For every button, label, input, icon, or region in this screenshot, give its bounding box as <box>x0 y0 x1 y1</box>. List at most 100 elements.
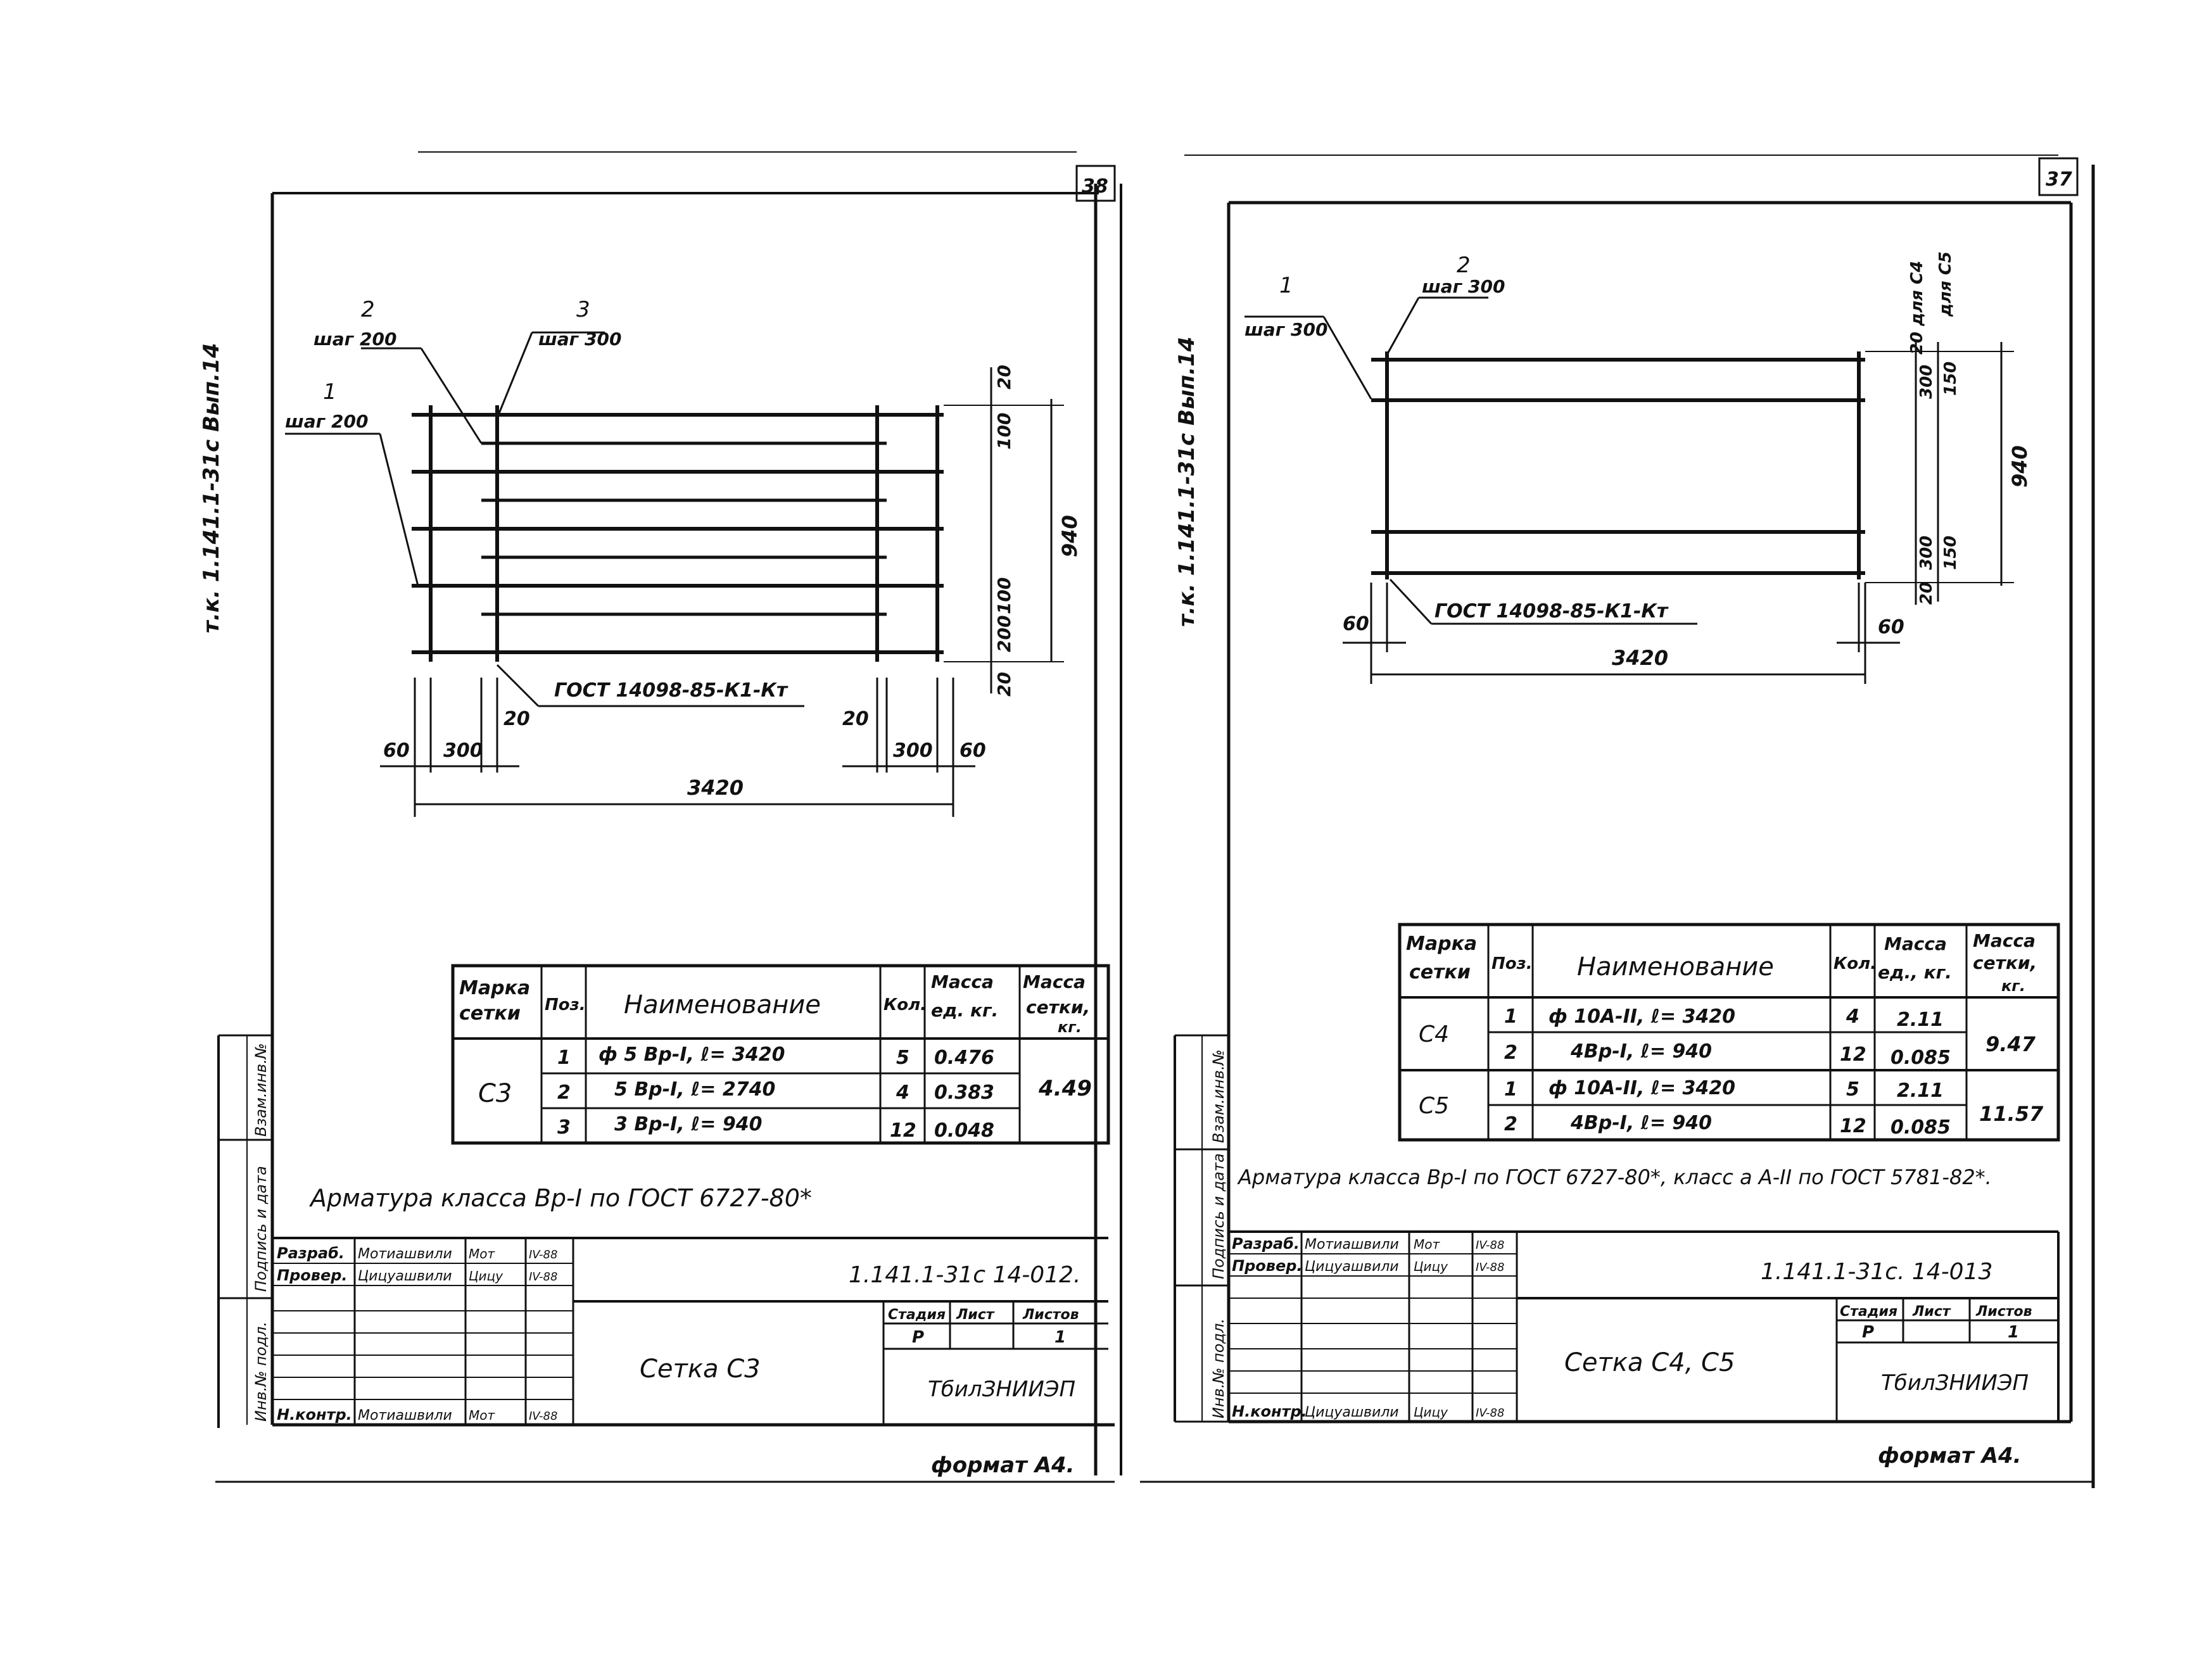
stamp-row-3-sign: Мот <box>469 1408 495 1423</box>
spec-header-mark-2: сетки <box>1409 961 1471 983</box>
stamp-row-3-role: Н.контр. <box>1232 1403 1307 1420</box>
spec-c5-row-2-name: 4Вр-I, ℓ= 940 <box>1570 1112 1712 1134</box>
spec-header-name: Наименование <box>1577 952 1774 982</box>
stage-label: Стадия <box>888 1307 946 1323</box>
stage-value: Р <box>912 1328 924 1347</box>
stamp-row-1-role: Разраб. <box>277 1244 345 1262</box>
dim-right-20-bottom: 20 <box>994 672 1015 697</box>
spec-c5-row-1-name: ф 10А-II, ℓ= 3420 <box>1548 1077 1735 1099</box>
spec-c4-row-1-qty: 4 <box>1846 1006 1859 1028</box>
dim-bottom-300-right: 300 <box>893 740 933 762</box>
spec-total: 4.49 <box>1038 1076 1092 1101</box>
spec-row-3-pos: 3 <box>557 1116 571 1139</box>
drawing-title: Сетка С4, С5 <box>1564 1348 1735 1377</box>
margin-code: т.к. 1.141.1-31с Вып.14 <box>199 343 224 633</box>
spec-row-1-name: ф 5 Вр-I, ℓ= 3420 <box>598 1044 785 1066</box>
title-block: Разраб. Мотиашвили Мот IV-88 Провер. Циц… <box>272 1237 1108 1425</box>
document-code: 1.141.1-31с 14-012. <box>849 1262 1080 1288</box>
mesh-c3-drawing: 2 шаг 200 3 шаг 300 1 шаг 200 20 100 940… <box>285 297 1082 817</box>
side-label-sign: Подпись и дата <box>1210 1153 1227 1279</box>
sheet-label: Лист <box>956 1307 995 1323</box>
dim-right-20: 20 <box>1917 582 1936 605</box>
right-sheet: 37 т.к. 1.141.1-31с Вып.14 Инв.№ подл. П… <box>1140 155 2095 1488</box>
spec-mark: С3 <box>478 1079 512 1108</box>
spec-c5-row-1-qty: 5 <box>1846 1078 1859 1101</box>
reinforcement-note: Арматура класса Вр-I по ГОСТ 6727-80* <box>308 1184 812 1212</box>
spec-c4-row-2-name: 4Вр-I, ℓ= 940 <box>1570 1040 1712 1063</box>
spec-c4-row-2-mass: 0.085 <box>1890 1047 1951 1069</box>
stamp-row-2-role: Провер. <box>1232 1257 1303 1275</box>
organization: ТбилЗНИИЭП <box>1881 1370 2029 1396</box>
spec-c5-total: 11.57 <box>1979 1102 2044 1126</box>
spec-header-mark-2: сетки <box>459 1002 521 1025</box>
side-label-zam: Взам.инв.№ <box>1210 1049 1227 1143</box>
spec-c5-row-2-pos: 2 <box>1504 1113 1517 1135</box>
gost-label: ГОСТ 14098-85-К1-Кт <box>554 679 788 702</box>
organization: ТбилЗНИИЭП <box>928 1377 1075 1402</box>
spec-row-3-mass: 0.048 <box>934 1120 994 1142</box>
callout-step-2: шаг 200 <box>314 329 396 350</box>
callout-num-1: 1 <box>1279 273 1293 298</box>
spec-header-mass-unit-2: ед. кг. <box>931 1000 998 1021</box>
dim-bottom-60-right: 60 <box>960 740 986 762</box>
gost-label: ГОСТ 14098-85-К1-Кт <box>1434 600 1669 622</box>
stamp-row-2-role: Провер. <box>277 1266 348 1284</box>
dim-bottom-60-left: 60 <box>383 740 410 762</box>
mesh-c4-c5-drawing: 1 шаг 300 2 шаг 300 20 для С4 для С5 300… <box>1244 251 2032 684</box>
dim-bottom-3420: 3420 <box>687 776 744 800</box>
spec-c4-row-1-pos: 1 <box>1504 1006 1517 1028</box>
spec-header-mark: Марка <box>1406 933 1477 955</box>
stamp-row-2-date: IV-88 <box>529 1270 557 1284</box>
dim-right-150-bottom: 150 <box>1941 536 1960 570</box>
title-block: Разраб. Мотиашвили Мот IV-88 Провер. Циц… <box>1229 1230 2060 1422</box>
margin-code: т.к. 1.141.1-31с Вып.14 <box>1174 337 1200 627</box>
dim-right-150-top: 150 <box>1941 362 1960 396</box>
spec-c4-total: 9.47 <box>1986 1032 2036 1056</box>
sheets-label: Листов <box>1975 1304 2032 1320</box>
spec-header-mass-total-3: кг. <box>2001 977 2025 995</box>
callout-num-2: 2 <box>1457 253 1471 278</box>
stamp-row-2-name: Цицуашвили <box>358 1268 452 1284</box>
format-label: формат А4. <box>1878 1443 2022 1468</box>
spec-header-qty: Кол. <box>884 995 927 1014</box>
dim-bottom-60-left: 60 <box>1343 613 1369 635</box>
page-number: 38 <box>1082 175 1108 198</box>
callout-num-2: 2 <box>361 297 375 322</box>
stamp-row-3-name: Цицуашвили <box>1305 1405 1399 1420</box>
spec-header-mark: Марка <box>459 977 530 999</box>
dim-bottom-20-left: 20 <box>504 708 530 730</box>
side-label-sign: Подпись и дата <box>252 1166 270 1292</box>
callout-step-1: шаг 300 <box>1244 319 1327 340</box>
format-label: формат А4. <box>931 1453 1075 1478</box>
sheet-label: Лист <box>1912 1304 1951 1320</box>
dim-right-300-bottom: 300 <box>1917 536 1936 570</box>
dim-bottom-60-right: 60 <box>1878 616 1904 638</box>
stamp-row-3-role: Н.контр. <box>277 1406 352 1424</box>
spec-row-2-pos: 2 <box>557 1082 571 1104</box>
stamp-row-3-name: Мотиашвили <box>358 1408 452 1424</box>
dim-right-20-top: 20 <box>994 365 1015 389</box>
stamp-row-1-sign: Мот <box>1414 1237 1440 1252</box>
spec-header-mass-unit: Масса <box>1884 933 1947 954</box>
spec-row-3-qty: 12 <box>890 1120 916 1142</box>
spec-c5-row-1-mass: 2.11 <box>1897 1080 1944 1102</box>
dim-right-940: 940 <box>2008 445 2032 488</box>
stamp-row-2-name: Цицуашвили <box>1305 1259 1399 1275</box>
spec-mark-c5: С5 <box>1419 1093 1449 1119</box>
stamp-row-2-sign: Цицу <box>469 1268 504 1284</box>
stamp-row-2-sign: Цицу <box>1414 1259 1448 1274</box>
dim-right-300-top: 300 <box>1917 365 1936 399</box>
spec-table: Марка сетки Поз. Наименование Кол. Масса… <box>1398 923 2060 1142</box>
side-note-c4: 20 для С4 <box>1908 261 1927 355</box>
spec-header-mass-total-3: кг. <box>1058 1018 1082 1036</box>
stamp-row-1-date: IV-88 <box>1476 1239 1504 1252</box>
sheets-value: 1 <box>2008 1323 2019 1342</box>
dim-bottom-300-left: 300 <box>443 740 483 762</box>
spec-header-mass-unit: Масса <box>931 971 994 992</box>
dim-right-100-top: 100 <box>994 413 1015 450</box>
sheets-value: 1 <box>1054 1328 1066 1347</box>
spec-header-mass-total-2: сетки, <box>1973 952 2037 973</box>
callout-num-1: 1 <box>323 379 337 405</box>
spec-header-qty: Кол. <box>1834 954 1877 973</box>
